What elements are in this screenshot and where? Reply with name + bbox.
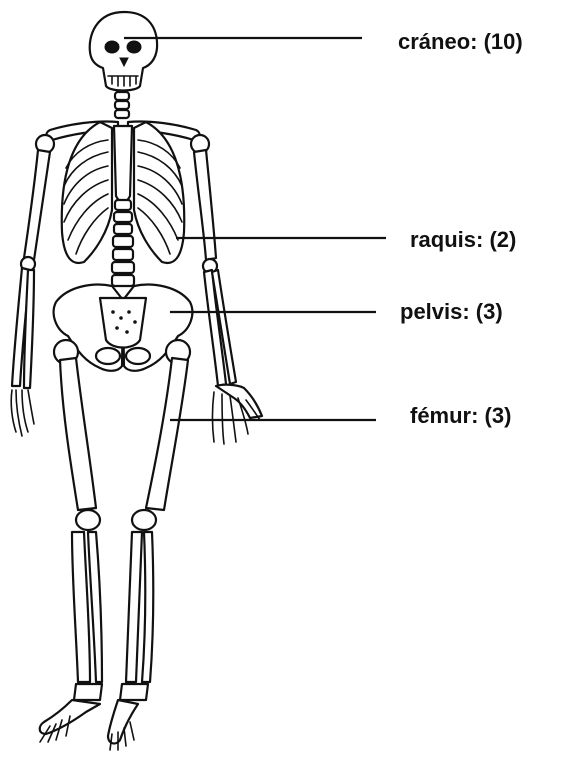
label-pelvis: pelvis: (3) [400,301,503,323]
arm-right [191,135,262,444]
skull [90,12,157,91]
cervical-spine [115,92,129,118]
arm-left [11,135,54,436]
leg-right [108,340,190,750]
leg-left [40,340,102,742]
label-craneo: cráneo: (10) [398,31,523,53]
spine [112,200,134,286]
label-raquis: raquis: (2) [410,229,516,251]
label-femur: fémur: (3) [410,405,511,427]
